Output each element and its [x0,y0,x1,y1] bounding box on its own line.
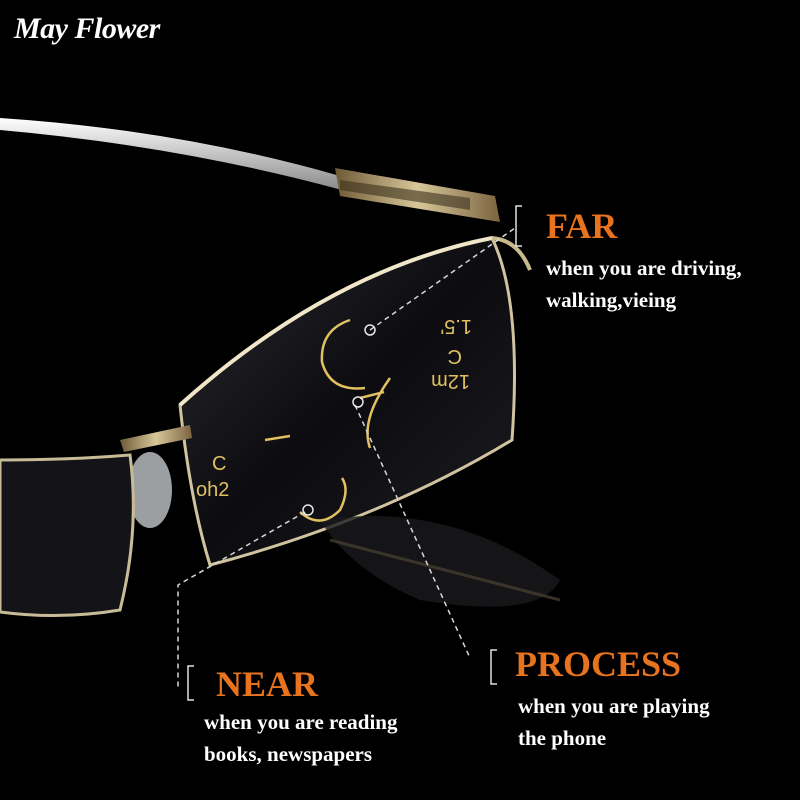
far-reading-top: 1.5' [440,315,472,337]
process-desc-line-1: when you are playing [518,694,710,718]
near-desc-line-1: when you are reading [204,710,398,734]
mid-arc [366,377,392,449]
near-zone-description: when you are reading books, newspapers [204,706,398,770]
far-desc-line-1: when you are driving, [546,256,742,280]
far-leader [369,227,516,331]
hinge-shadow [340,180,470,210]
process-leader [354,404,471,659]
far-dot [364,324,376,336]
near-desc-line-2: books, newspapers [204,742,373,766]
near-arc [299,477,347,522]
rim-corner [491,236,532,271]
brand-logo: May Flower [14,12,160,45]
near-bracket [187,665,194,701]
process-bracket [490,649,497,685]
callout-brackets [187,205,522,701]
lens-zone-markings [264,318,392,522]
far-zone-title: FAR [546,206,618,246]
mid-line-left [264,434,291,442]
mid-line-right [359,390,385,400]
bridge [120,425,192,452]
far-bracket [515,205,522,247]
callout-lines [177,227,516,690]
reflection-frame [329,538,561,602]
mid-reading-2: oh2 [196,479,229,501]
near-leader [177,511,306,690]
near-zone-title: NEAR [216,664,319,704]
process-desc-line-2: the phone [518,726,607,750]
far-reading-bottom: 12m [431,370,470,392]
nose-pad [128,452,172,528]
far-reading-mid: C [448,345,462,367]
process-zone-title: PROCESS [515,644,682,684]
far-zone-description: when you are driving, walking,vieing [546,252,742,316]
far-desc-line-2: walking,vieing [546,288,677,312]
near-dot [302,504,314,516]
callout-dots [302,324,376,516]
temple-arm [0,118,342,190]
left-lens [0,453,135,618]
lens-readings: 1.5' C 12m C oh2 [196,315,472,501]
mid-reading: C [212,453,226,475]
process-dot [352,396,364,408]
process-zone-description: when you are playing the phone [518,690,710,754]
far-arc [320,318,366,390]
lens-rim [178,236,493,407]
